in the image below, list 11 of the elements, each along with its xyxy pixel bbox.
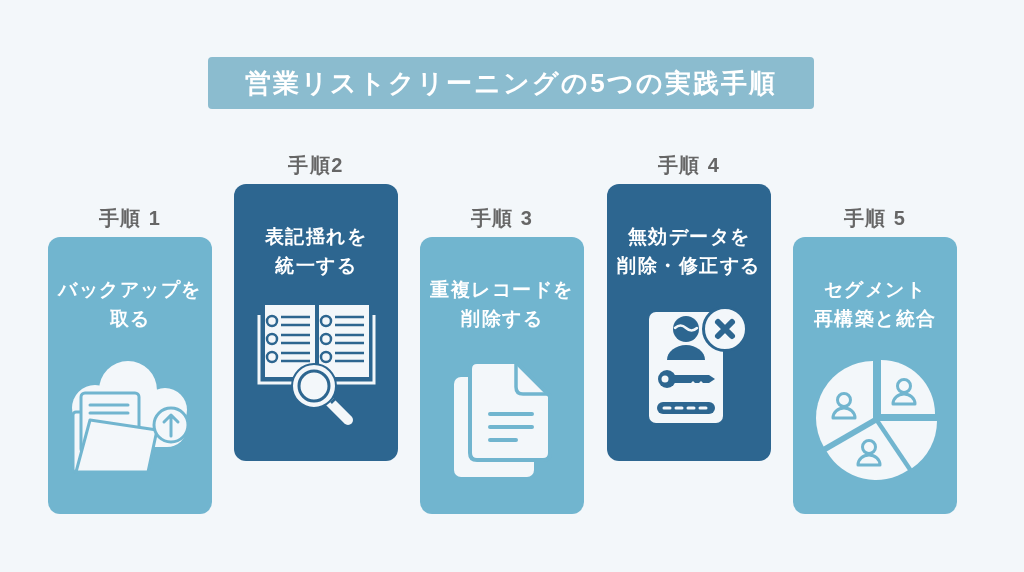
step-text: 重複レコードを削除する xyxy=(430,278,574,331)
step-heading: 手順2 xyxy=(288,153,344,177)
step-text: バックアップを取る xyxy=(58,278,202,331)
step-heading: 手順 3 xyxy=(470,206,534,230)
title-banner: 営業リストクリーニングの5つの実践手順 xyxy=(208,57,814,109)
step-text: 無効データを削除・修正する xyxy=(617,225,761,278)
step-heading: 手順 5 xyxy=(843,206,907,230)
step-text: セグメント再構築と統合 xyxy=(813,278,937,331)
step-text: 表記揺れを統一する xyxy=(264,225,368,278)
step-heading: 手順 4 xyxy=(657,153,721,177)
step-heading: 手順 1 xyxy=(98,206,162,230)
